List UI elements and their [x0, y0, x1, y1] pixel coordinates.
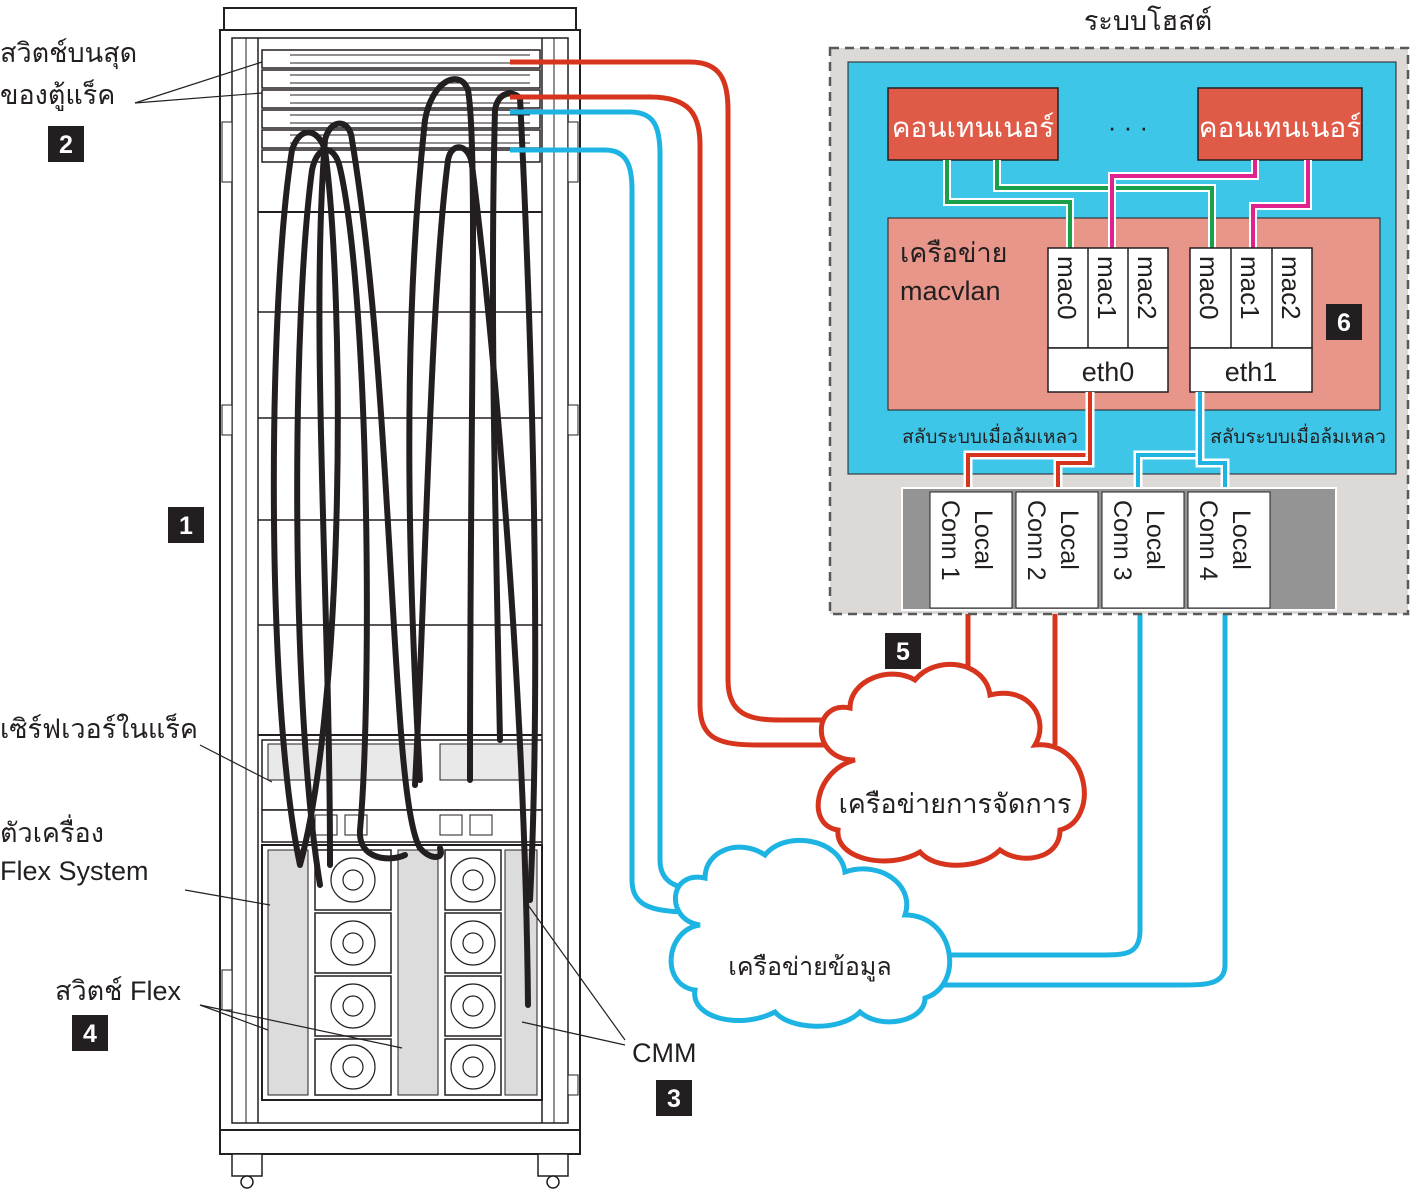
- tor-switch-label-line2: ของตู้แร็ค: [0, 77, 115, 111]
- failover-left-label: สลับระบบเมื่อล้มเหลว: [902, 423, 1078, 448]
- port-3-local: Local: [1141, 510, 1169, 570]
- badge-3: 3: [656, 1080, 692, 1116]
- flex-system-chassis: [261, 844, 543, 1101]
- flex-system-label-line2: Flex System: [0, 856, 149, 886]
- port-1-conn: Conn 1: [936, 500, 964, 581]
- container-left-label: คอนเทนเนอร์: [892, 112, 1054, 143]
- badge-5: 5: [885, 633, 921, 669]
- svg-text:5: 5: [896, 638, 910, 666]
- svg-text:6: 6: [1337, 309, 1351, 337]
- port-2-local: Local: [1055, 510, 1083, 570]
- eth0-label: eth0: [1082, 357, 1135, 387]
- badge-1: 1: [168, 507, 204, 543]
- port-3-conn: Conn 3: [1108, 500, 1136, 581]
- badge-4: 4: [72, 1015, 108, 1051]
- host-system-title: ระบบโฮสต์: [1084, 5, 1212, 36]
- management-network-cloud: [815, 662, 1087, 868]
- cmm-label: CMM: [632, 1038, 696, 1068]
- data-network-cloud: [668, 837, 953, 1029]
- failover-right-label: สลับระบบเมื่อล้มเหลว: [1210, 423, 1386, 448]
- flex-system-label-line1: ตัวเครื่อง: [0, 814, 104, 848]
- port-4-local: Local: [1227, 510, 1255, 570]
- failover-links: [963, 392, 1230, 490]
- data-network-label: เครือข่ายข้อมูล: [728, 953, 891, 982]
- eth1-mac2-label: mac2: [1276, 256, 1306, 320]
- eth0-mac0-label: mac0: [1052, 256, 1082, 320]
- macvlan-label-line1: เครือข่าย: [900, 238, 1007, 268]
- flex-switch-label: สวิตช์ Flex: [55, 975, 182, 1006]
- eth1-mac1-label: mac1: [1235, 256, 1265, 320]
- management-network-label: เครือข่ายการจัดการ: [839, 789, 1072, 819]
- badge-2: 2: [48, 126, 84, 162]
- container-right-label: คอนเทนเนอร์: [1199, 112, 1361, 143]
- svg-text:3: 3: [667, 1085, 681, 1113]
- local-connection-ports: [901, 487, 1337, 611]
- tor-switch-label-line1: สวิตช์บนสุด: [0, 37, 137, 70]
- container-links: [943, 160, 1312, 248]
- port-1-local: Local: [969, 510, 997, 570]
- svg-text:2: 2: [59, 131, 73, 159]
- rack-server-label: เซิร์ฟเวอร์ในแร็ค: [0, 711, 198, 744]
- svg-text:1: 1: [179, 512, 193, 540]
- svg-text:4: 4: [83, 1020, 97, 1048]
- eth0-mac1-label: mac1: [1092, 256, 1122, 320]
- eth1-mac0-label: mac0: [1194, 256, 1224, 320]
- badge-6: 6: [1326, 304, 1362, 340]
- macvlan-label-line2: macvlan: [900, 276, 1001, 306]
- container-ellipsis: · · ·: [1108, 112, 1148, 142]
- eth1-label: eth1: [1225, 357, 1278, 387]
- internal-patch-cables: [270, 76, 539, 1008]
- eth0-block: [1047, 247, 1169, 393]
- eth0-mac2-label: mac2: [1132, 256, 1162, 320]
- callout-leaders: [134, 61, 626, 1049]
- port-2-conn: Conn 2: [1022, 500, 1050, 581]
- eth1-block: [1189, 247, 1313, 393]
- port-4-conn: Conn 4: [1194, 500, 1222, 581]
